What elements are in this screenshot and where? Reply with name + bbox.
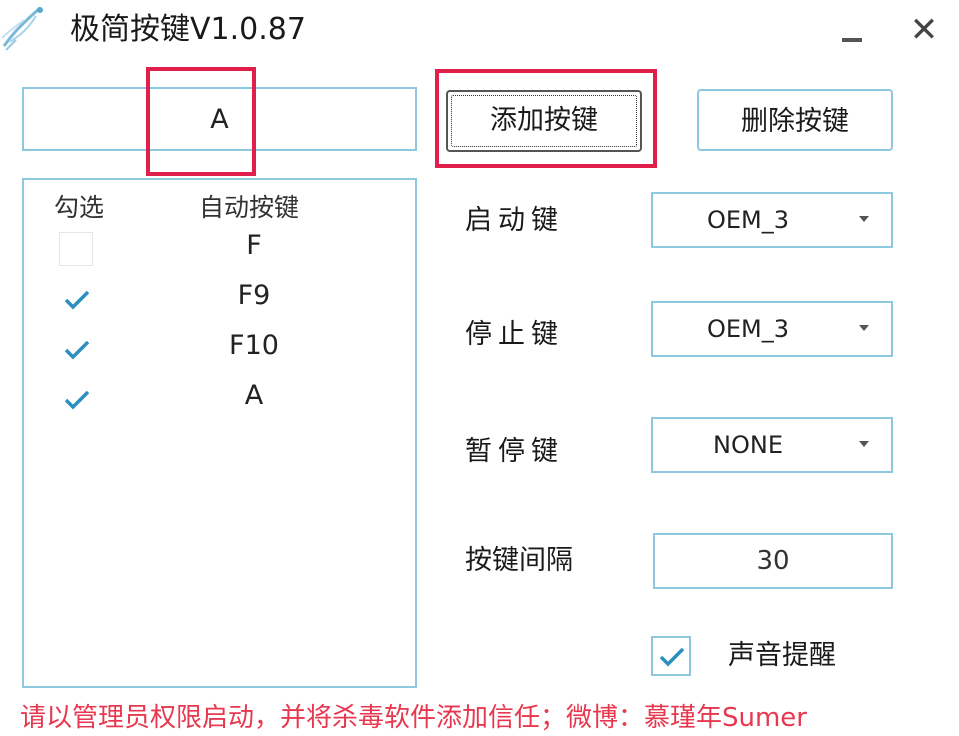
list-item-key: F10 [229, 330, 279, 361]
check-icon [64, 340, 90, 360]
start-key-value: OEM_3 [706, 206, 790, 234]
list-item[interactable]: F9 [24, 278, 415, 328]
delete-key-button-label: 删除按键 [741, 106, 849, 137]
sound-reminder-checkbox[interactable] [651, 636, 691, 676]
minimize-icon [842, 37, 862, 42]
column-header-check: 勾选 [54, 193, 105, 222]
chevron-down-icon [859, 216, 869, 222]
add-key-button-label: 添加按键 [490, 105, 598, 136]
minimize-button[interactable] [830, 10, 874, 50]
list-item-checkbox[interactable] [59, 332, 93, 366]
check-icon [64, 390, 90, 410]
chevron-down-icon [859, 325, 869, 331]
list-item[interactable]: F [24, 228, 415, 278]
key-input[interactable] [22, 87, 417, 151]
add-key-button[interactable]: 添加按键 [446, 90, 642, 152]
list-item-key: A [244, 380, 264, 411]
interval-input[interactable] [653, 533, 893, 589]
pause-key-select[interactable]: NONE [651, 417, 893, 473]
list-item-key: F [246, 230, 262, 261]
interval-label: 按键间隔 [465, 545, 573, 576]
list-item-checkbox[interactable] [59, 232, 93, 266]
pause-key-value: NONE [713, 431, 783, 459]
footer-note: 请以管理员权限启动，并将杀毒软件添加信任；微博：慕瑾年Sumer [20, 703, 807, 733]
close-button[interactable]: ✕ [902, 10, 946, 50]
close-icon: ✕ [909, 10, 939, 50]
list-item-checkbox[interactable] [59, 282, 93, 316]
list-header: 勾选 自动按键 [24, 180, 415, 224]
stop-key-select[interactable]: OEM_3 [651, 301, 893, 357]
delete-key-button[interactable]: 删除按键 [697, 89, 893, 151]
list-item-key: F9 [237, 280, 271, 311]
list-item[interactable]: A [24, 378, 415, 428]
sound-reminder-label: 声音提醒 [728, 640, 836, 671]
start-key-label: 启动键 [465, 205, 564, 236]
stop-key-label: 停止键 [465, 319, 564, 350]
window-title: 极简按键V1.0.87 [70, 12, 306, 47]
stop-key-value: OEM_3 [706, 315, 790, 343]
check-icon [659, 647, 685, 667]
chevron-down-icon [859, 441, 869, 447]
list-item[interactable]: F10 [24, 328, 415, 378]
column-header-key: 自动按键 [199, 193, 300, 222]
check-icon [64, 290, 90, 310]
app-logo-icon [0, 2, 52, 54]
list-item-checkbox[interactable] [59, 382, 93, 416]
start-key-select[interactable]: OEM_3 [651, 192, 893, 248]
pause-key-label: 暂停键 [465, 436, 564, 467]
